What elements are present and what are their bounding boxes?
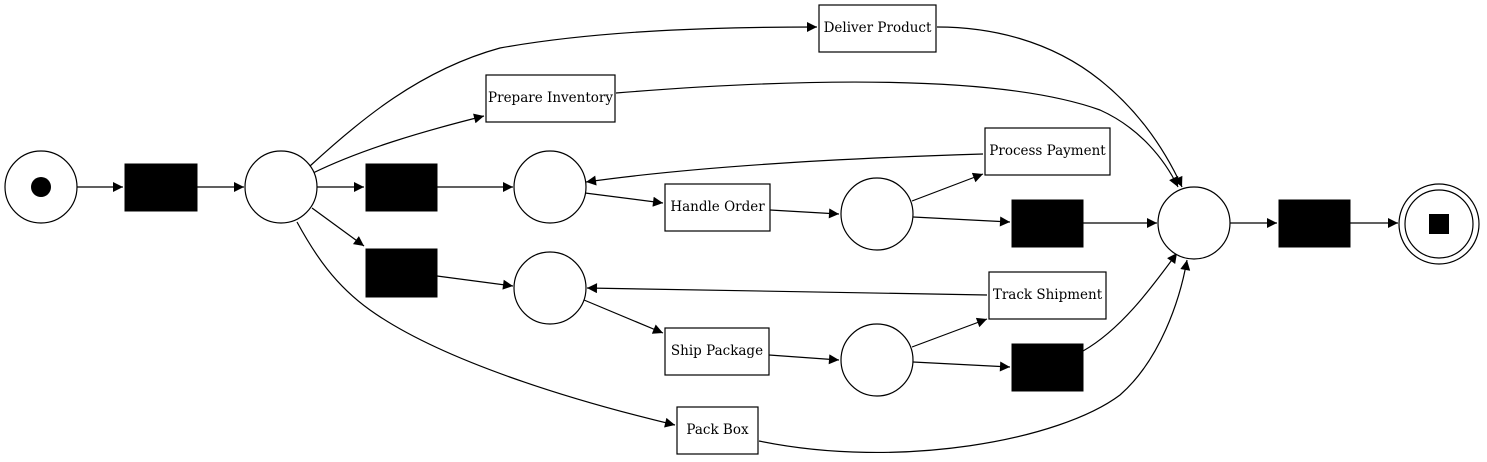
- silent-transition-1[interactable]: [124, 163, 198, 212]
- arc-place-payment-to-process-payment: [911, 172, 984, 202]
- arc-pack-box-to-join: [758, 259, 1191, 453]
- start-token: [31, 177, 51, 197]
- transition-handle-order[interactable]: Handle Order: [664, 183, 771, 232]
- transition-process-payment[interactable]: Process Payment: [984, 127, 1111, 176]
- labeled-transitions: Deliver Product Prepare Inventory Proces…: [485, 4, 1111, 455]
- arc-split-to-pack-box: [296, 221, 676, 428]
- silent-transition-5[interactable]: [1011, 343, 1084, 392]
- transition-track-shipment[interactable]: Track Shipment: [988, 271, 1107, 320]
- silent-transitions: [124, 163, 1351, 392]
- silent-transition-4[interactable]: [1011, 199, 1084, 248]
- end-marker: [1429, 214, 1449, 234]
- arc-place-order-to-handle-order: [584, 192, 664, 207]
- arc-place-track-to-tau5: [912, 361, 1011, 372]
- place-split: [244, 150, 318, 224]
- places: [4, 150, 1480, 397]
- ship-package-label: Ship Package: [671, 343, 763, 359]
- arc-process-payment-to-place-order: [585, 153, 984, 186]
- process-payment-label: Process Payment: [989, 143, 1106, 159]
- arc-split-to-tau3: [311, 207, 365, 247]
- arc-deliver-product-to-join: [936, 26, 1183, 188]
- place-shipment: [513, 251, 587, 325]
- deliver-product-label: Deliver Product: [824, 20, 932, 36]
- silent-transition-6[interactable]: [1278, 199, 1351, 248]
- transition-pack-box[interactable]: Pack Box: [676, 406, 759, 455]
- prepare-inventory-label: Prepare Inventory: [488, 90, 613, 106]
- arc-prepare-inventory-to-join: [615, 81, 1179, 188]
- arc-place-payment-to-tau4: [912, 216, 1011, 227]
- track-shipment-label: Track Shipment: [993, 287, 1103, 303]
- arcs: [77, 22, 1398, 453]
- transition-ship-package[interactable]: Ship Package: [664, 327, 770, 376]
- arc-handle-order-to-place-payment: [769, 208, 840, 219]
- silent-transition-3[interactable]: [365, 248, 438, 298]
- arc-track-shipment-to-place-shipment: [586, 283, 988, 296]
- silent-transition-2[interactable]: [365, 163, 438, 212]
- transition-prepare-inventory[interactable]: Prepare Inventory: [485, 74, 616, 123]
- place-join: [1157, 186, 1231, 260]
- place-order: [513, 150, 587, 224]
- arc-tau3-to-place-shipment: [436, 275, 514, 290]
- pack-box-label: Pack Box: [686, 422, 749, 438]
- arc-place-shipment-to-ship-package: [583, 299, 664, 334]
- arc-tau5-to-join: [1082, 252, 1178, 352]
- arc-place-track-to-track-shipment: [911, 317, 988, 348]
- start-tokens: [31, 177, 51, 197]
- place-track: [840, 323, 914, 397]
- arc-split-to-deliver-product: [309, 22, 818, 167]
- handle-order-label: Handle Order: [670, 199, 765, 215]
- arc-ship-package-to-place-track: [768, 354, 840, 365]
- arc-split-to-prepare-inventory: [312, 113, 485, 174]
- place-payment: [840, 177, 914, 251]
- transition-deliver-product[interactable]: Deliver Product: [818, 4, 937, 53]
